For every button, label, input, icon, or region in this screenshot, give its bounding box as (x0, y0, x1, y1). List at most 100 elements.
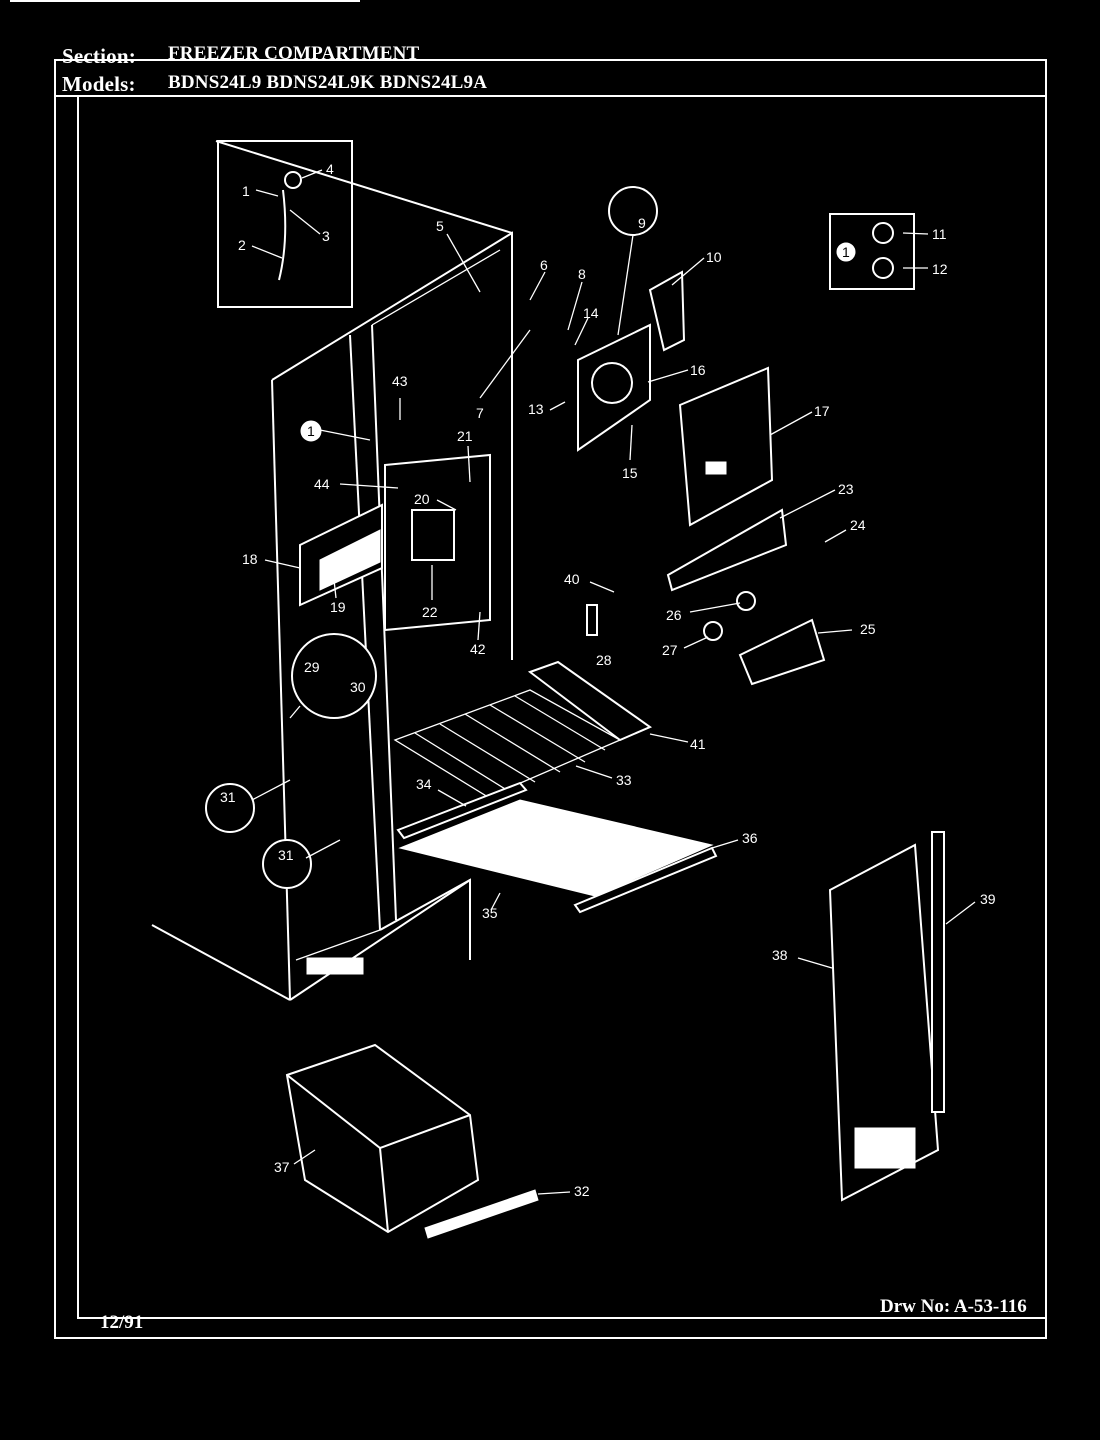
inset-box-tubing (217, 140, 353, 308)
liner-bottom-front (289, 879, 471, 1001)
leader-3 (289, 209, 321, 235)
callout-9: 9 (638, 215, 646, 231)
callout-40: 40 (564, 571, 580, 587)
callout-31b: 31 (278, 847, 294, 863)
liner-left-front (271, 379, 291, 1001)
callout-28: 28 (596, 652, 612, 668)
part-28 (586, 604, 598, 636)
callout-labels: 1 2 3 4 5 6 7 8 9 10 11 12 13 14 15 16 1… (220, 161, 996, 1199)
callout-6: 6 (540, 257, 548, 273)
leader-31b (305, 839, 341, 859)
leader-37 (293, 1149, 316, 1165)
callout-2: 2 (238, 237, 246, 253)
leader-40 (589, 581, 615, 593)
callout-36: 36 (742, 830, 758, 846)
fan-blade-detail (608, 186, 658, 236)
callout-29: 29 (304, 659, 320, 675)
panel-vent (705, 461, 727, 475)
leader-13 (549, 401, 566, 411)
frame-inner (77, 95, 1047, 1319)
callout-35: 35 (482, 905, 498, 921)
callout-17: 17 (814, 403, 830, 419)
callout-24: 24 (850, 517, 866, 533)
leader-23 (779, 489, 836, 519)
chute-insert (319, 529, 381, 591)
leader-8 (567, 281, 583, 331)
fan-opening (591, 362, 633, 404)
liner-top-edge (215, 140, 513, 234)
leader-26 (689, 602, 741, 613)
callout-8: 8 (578, 266, 586, 282)
leader-20 (436, 499, 457, 511)
leader-15 (629, 424, 633, 461)
callout-39: 39 (980, 891, 996, 907)
callout-31a: 31 (220, 789, 236, 805)
fitting-part-4 (284, 171, 302, 189)
leader-27 (683, 636, 709, 649)
leader-24 (824, 529, 847, 543)
callout-32: 32 (574, 1183, 590, 1199)
wire-2 (439, 723, 536, 783)
inset-box-bulbs (829, 213, 915, 290)
strip-part-32 (424, 1189, 539, 1239)
callout-27: 27 (662, 642, 678, 658)
bracket-part-23 (666, 508, 788, 592)
callout-43: 43 (392, 373, 408, 389)
wire-5 (514, 695, 606, 751)
leader-33 (575, 765, 613, 779)
callout-22: 22 (422, 604, 438, 620)
rail-part-34 (396, 781, 528, 840)
back-panel-part-17 (678, 366, 774, 527)
leader-7 (479, 329, 531, 399)
callout-15: 15 (622, 465, 638, 481)
leader-42 (477, 611, 481, 641)
leader-circle-1 (319, 429, 371, 441)
leader-35 (490, 892, 501, 911)
callout-33: 33 (616, 772, 632, 788)
wire-1 (414, 732, 511, 793)
callout-4: 4 (326, 161, 334, 177)
leader-38 (797, 957, 833, 969)
leader-2 (251, 245, 283, 259)
bin-front-edge (379, 1147, 389, 1233)
leader-25 (817, 629, 853, 634)
models-list: BDNS24L9 BDNS24L9K BDNS24L9A (168, 72, 488, 93)
toe-slot (306, 957, 364, 975)
callout-16: 16 (690, 362, 706, 378)
detail-circle-31b (262, 839, 312, 889)
callout-41: 41 (690, 736, 706, 752)
ice-bin-part-37 (285, 1043, 480, 1234)
callout-25: 25 (860, 621, 876, 637)
liner-inner-bottom (379, 878, 471, 960)
callout-circle-1-inset: 1 (842, 244, 850, 260)
callout-18: 18 (242, 551, 258, 567)
callout-44: 44 (314, 476, 330, 492)
leader-4 (301, 169, 323, 179)
callout-21: 21 (457, 428, 473, 444)
bin-body (285, 1043, 480, 1234)
callout-13: 13 (528, 401, 544, 417)
callout-3: 3 (322, 228, 330, 244)
leader-1 (255, 189, 279, 197)
models-label: Models: (62, 72, 136, 96)
leader-14 (574, 317, 589, 346)
detail-circle-31a (205, 783, 255, 833)
leader-lines (251, 169, 976, 1195)
leader-5 (446, 233, 481, 293)
callout-38: 38 (772, 947, 788, 963)
callout-12: 12 (932, 261, 948, 277)
callout-23: 23 (838, 481, 854, 497)
glass-shelf-part-35 (398, 799, 714, 897)
leader-44 (339, 483, 399, 489)
callout-20: 20 (414, 491, 430, 507)
bulb-socket-11 (872, 222, 894, 244)
leader-32 (537, 1191, 571, 1195)
diffuser-frame (384, 453, 491, 632)
section-label: Section: (62, 44, 136, 68)
evaporator-cover (577, 323, 651, 452)
callout-circle-1-cabinet: 1 (307, 423, 315, 439)
leader-34 (437, 789, 467, 807)
leader-17 (769, 411, 813, 436)
tube-part-2 (278, 189, 287, 281)
